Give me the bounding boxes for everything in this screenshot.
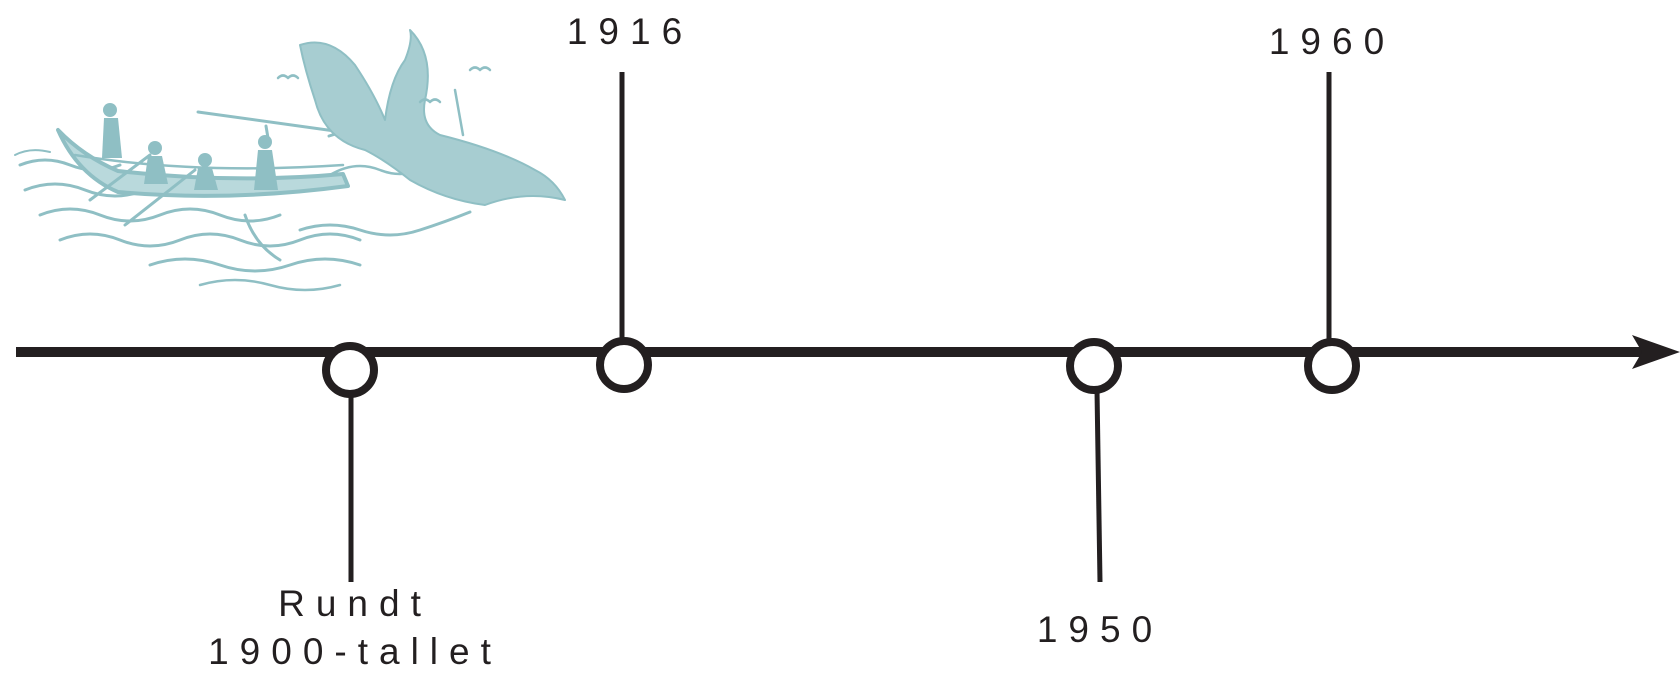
- event-label-line: Rundt: [200, 580, 510, 628]
- marker-1950: [1070, 342, 1118, 390]
- event-label-line: 1916: [540, 8, 720, 56]
- event-label-rundt-1900: Rundt 1900-tallet: [200, 580, 510, 676]
- marker-1960: [1308, 342, 1356, 390]
- event-label-1916: 1916: [540, 8, 720, 56]
- connector-1950: [1097, 390, 1100, 582]
- event-label-line: 1950: [1010, 606, 1190, 654]
- whaling-illustration-icon: [15, 30, 565, 290]
- event-label-1950: 1950: [1010, 606, 1190, 654]
- event-label-1960: 1960: [1242, 18, 1422, 66]
- event-label-line: 1900-tallet: [200, 628, 510, 676]
- timeline-axis: [16, 335, 1680, 369]
- marker-rundt-1900: [326, 346, 374, 394]
- event-label-line: 1960: [1242, 18, 1422, 66]
- marker-1916: [600, 341, 648, 389]
